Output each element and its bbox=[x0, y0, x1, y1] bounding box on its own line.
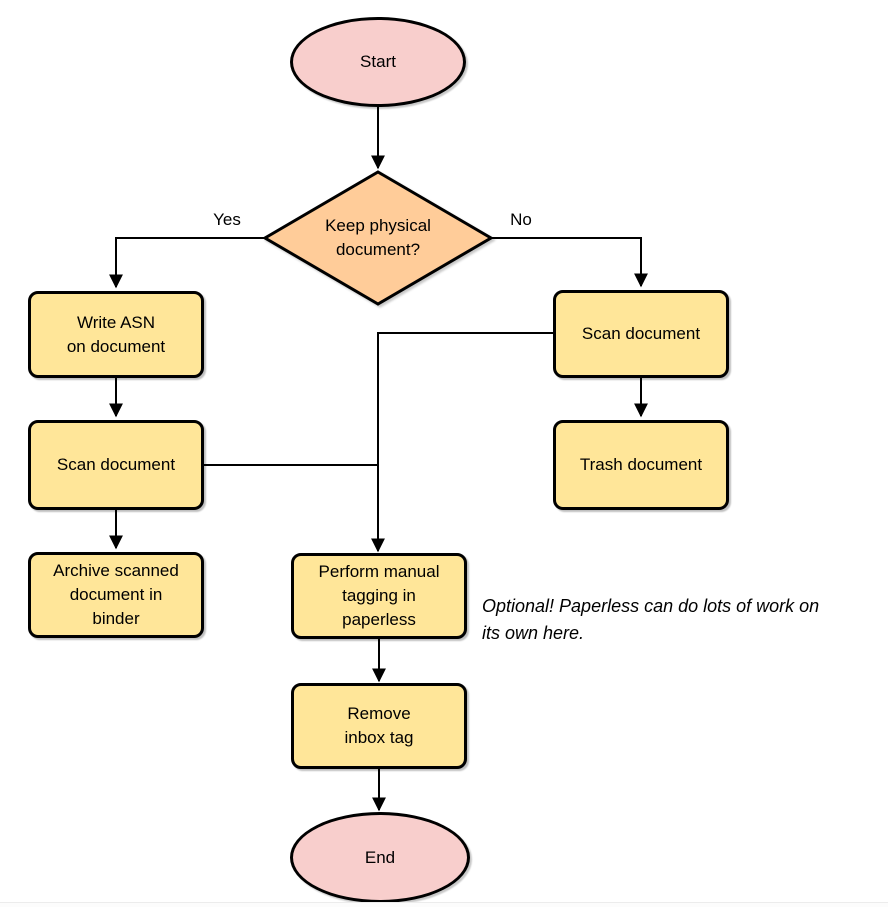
node-remove-inbox-tag-line: inbox tag bbox=[344, 728, 414, 747]
node-start-label: Start bbox=[360, 52, 396, 71]
node-scan-document-left: Scan document bbox=[28, 420, 204, 510]
bottom-strip bbox=[0, 903, 888, 907]
node-write-asn-line: on document bbox=[66, 336, 166, 356]
decision-diamond-shape bbox=[262, 170, 494, 306]
node-archive-binder-line: Archive scanned bbox=[53, 561, 179, 580]
node-remove-inbox-tag-line: Remove bbox=[347, 704, 411, 723]
node-trash-document-line: Trash document bbox=[579, 455, 703, 474]
node-perform-tagging: Perform manual tagging in paperless bbox=[291, 553, 467, 639]
edge-label-no: No bbox=[510, 210, 532, 229]
edge-decision-no bbox=[491, 237, 648, 288]
node-write-asn-line: Write ASN bbox=[76, 312, 156, 332]
bottom-divider bbox=[0, 902, 888, 903]
node-write-asn: Write ASN on document bbox=[28, 291, 204, 378]
node-perform-tagging-line: tagging in bbox=[342, 586, 416, 605]
node-scan-document-right-line: Scan document bbox=[581, 324, 701, 343]
node-scan-document-left-line: Scan document bbox=[56, 455, 176, 474]
node-trash-document: Trash document bbox=[553, 420, 729, 510]
node-decision: Keep physical document? bbox=[288, 212, 468, 264]
optional-note-line: Optional! Paperless can do lots of work … bbox=[482, 596, 820, 616]
node-end-label: End bbox=[364, 847, 396, 867]
node-perform-tagging-line: paperless bbox=[342, 610, 416, 629]
node-perform-tagging-line: Perform manual bbox=[318, 562, 440, 581]
node-archive-binder-line: binder bbox=[92, 609, 140, 628]
optional-note-line: its own here. bbox=[482, 623, 585, 643]
node-archive-binder: Archive scanned document in binder bbox=[28, 552, 204, 638]
node-scan-document-right: Scan document bbox=[553, 290, 729, 378]
edge-scanright-to-tagging bbox=[371, 332, 554, 553]
node-decision-line: document? bbox=[335, 240, 421, 259]
node-end: End bbox=[290, 812, 470, 903]
edge-decision-yes bbox=[109, 237, 265, 289]
edge-label-yes: Yes bbox=[213, 210, 241, 229]
node-start: Start bbox=[290, 17, 466, 107]
node-decision-line: Keep physical bbox=[325, 216, 431, 235]
optional-note: Optional! Paperless can do lots of work … bbox=[482, 593, 886, 647]
node-archive-binder-line: document in bbox=[69, 585, 163, 604]
node-remove-inbox-tag: Remove inbox tag bbox=[291, 683, 467, 769]
